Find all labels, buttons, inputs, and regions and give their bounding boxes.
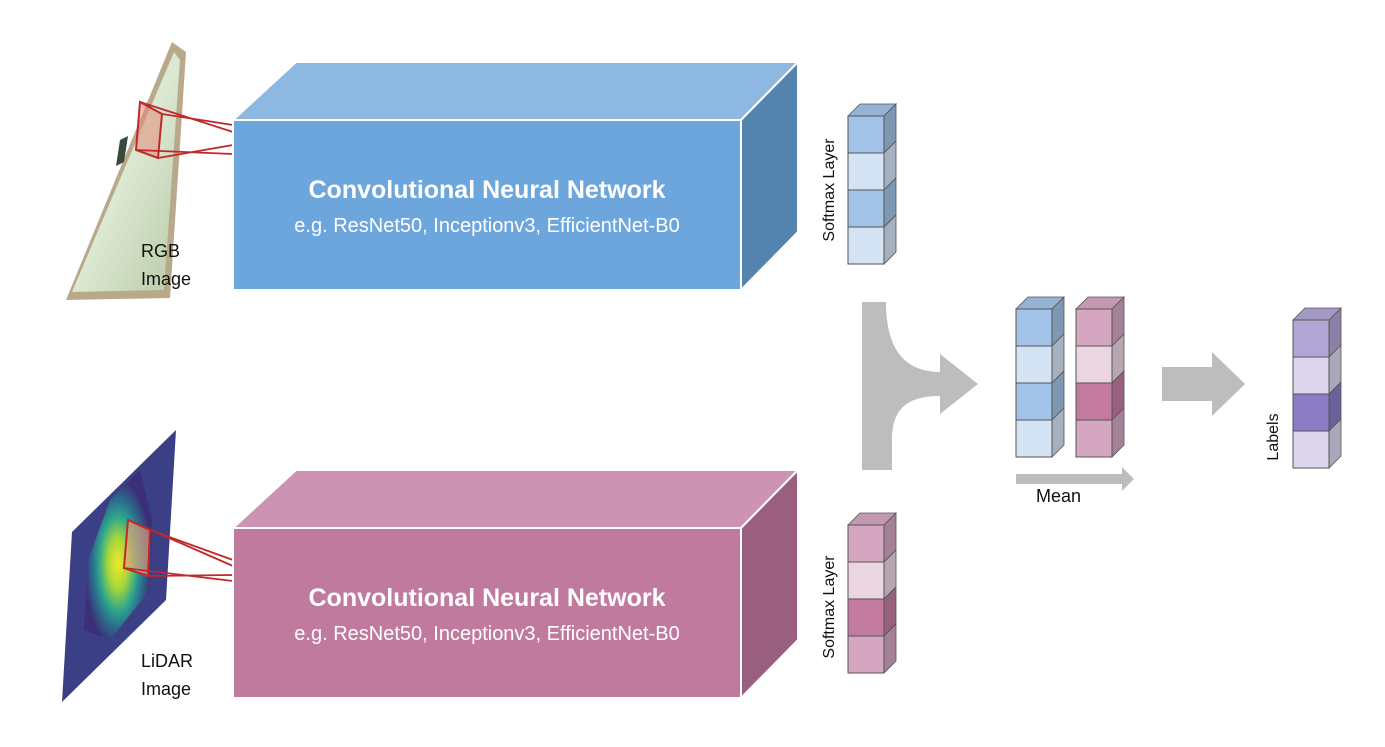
cnn-lidar-title: Convolutional Neural Network	[309, 584, 666, 612]
softmax-rgb-cell-2	[847, 140, 897, 191]
labels-cell-4	[1292, 418, 1342, 469]
output-arrow-icon	[1162, 352, 1245, 416]
mean-arrow-icon	[1016, 467, 1134, 491]
merged-lidar-cell-4	[1075, 407, 1125, 458]
softmax-lidar-cell-4	[847, 623, 897, 674]
softmax-rgb-cell-1	[847, 103, 897, 154]
merge-arrow-icon	[862, 302, 978, 470]
lidar-image-label-line1: LiDAR	[141, 651, 193, 671]
softmax-lidar-cell-1	[847, 512, 897, 563]
merged-rgb-cell-2	[1015, 333, 1065, 384]
merged-stack-rgb	[1015, 296, 1065, 458]
merged-lidar-cell-2	[1075, 333, 1125, 384]
mean-label: Mean	[1036, 486, 1081, 506]
rgb-image-label-line1: RGB	[141, 241, 180, 261]
cnn-block-lidar-front	[232, 527, 742, 699]
labels-stack	[1292, 307, 1342, 469]
softmax-lidar-label: Softmax Layer	[821, 555, 838, 659]
merged-rgb-cell-1	[1015, 296, 1065, 347]
rgb-image-label-line2: Image	[141, 269, 191, 289]
merged-stack-lidar	[1075, 296, 1125, 458]
labels-cell-1	[1292, 307, 1342, 358]
lidar-image-icon	[62, 430, 234, 702]
lidar-image-label-line2: Image	[141, 679, 191, 699]
merged-rgb-cell-3	[1015, 370, 1065, 421]
softmax-stack-rgb	[847, 103, 897, 265]
cnn-block-rgb: Convolutional Neural Network e.g. ResNet…	[230, 59, 801, 293]
cnn-block-lidar-top	[230, 469, 801, 529]
cnn-rgb-subtitle: e.g. ResNet50, Inceptionv3, EfficientNet…	[294, 215, 679, 237]
softmax-rgb-cell-4	[847, 214, 897, 265]
softmax-rgb-label: Softmax Layer	[821, 138, 838, 242]
cnn-block-rgb-front	[232, 119, 742, 291]
merged-lidar-cell-3	[1075, 370, 1125, 421]
softmax-stack-lidar	[847, 512, 897, 674]
labels-title: Labels	[1265, 413, 1282, 460]
cnn-lidar-subtitle: e.g. ResNet50, Inceptionv3, EfficientNet…	[294, 623, 679, 645]
softmax-lidar-cell-2	[847, 549, 897, 600]
merged-lidar-cell-1	[1075, 296, 1125, 347]
cnn-block-lidar: Convolutional Neural Network e.g. ResNet…	[230, 467, 801, 701]
labels-cell-3	[1292, 381, 1342, 432]
cnn-rgb-title: Convolutional Neural Network	[309, 176, 666, 204]
merged-rgb-cell-4	[1015, 407, 1065, 458]
softmax-rgb-cell-3	[847, 177, 897, 228]
rgb-image-icon	[66, 42, 234, 300]
cnn-block-rgb-top	[230, 61, 801, 121]
